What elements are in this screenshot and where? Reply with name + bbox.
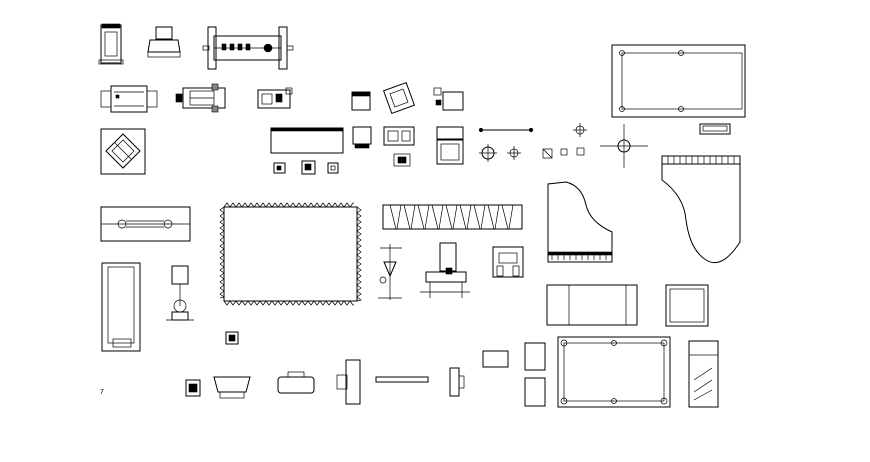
grand-piano-plan-view [661, 155, 741, 264]
corner-mark: 7 [100, 389, 104, 396]
rod-line-block [478, 127, 534, 133]
fitness-machine-block [175, 83, 226, 113]
jukebox-block [98, 23, 124, 65]
small-icon-row [273, 160, 339, 175]
weight-bench-block [546, 284, 638, 326]
slot-stool-block [185, 379, 201, 397]
bench-press-block [100, 206, 191, 242]
exercise-bike-block [166, 265, 194, 321]
fringed-runner [382, 204, 523, 230]
tv-block [482, 350, 509, 368]
treadmill-block [101, 262, 141, 352]
cabinet-block [665, 284, 709, 327]
pillows [524, 342, 546, 407]
tiny-laptop-block [225, 331, 239, 345]
spotlight-block [336, 359, 361, 405]
slot-machine-block [699, 123, 731, 135]
game-cabinet-block [257, 87, 293, 109]
tilted-square-block [100, 128, 146, 175]
foosball-table-block [202, 26, 294, 70]
console-cluster [352, 126, 464, 167]
arcade-cabinet-block [147, 26, 181, 58]
speaker-block [213, 376, 251, 399]
pool-table [557, 336, 671, 408]
counter-bar-block [270, 127, 344, 154]
bar-shelf-block [375, 376, 429, 383]
sconce-block [449, 367, 465, 397]
small-game-station [492, 246, 524, 278]
folding-cabinet [688, 340, 719, 408]
crosshair-markers [479, 123, 648, 168]
arcade-chair-block [420, 242, 470, 298]
hanging-lamp-block [378, 244, 402, 300]
arcade-game-console-block [100, 85, 158, 113]
small-machine-group [351, 81, 464, 115]
grand-piano-upright-view [547, 181, 613, 263]
billiard-table-outline [611, 44, 746, 118]
drum-block [277, 371, 315, 394]
fringed-rug [219, 202, 362, 306]
